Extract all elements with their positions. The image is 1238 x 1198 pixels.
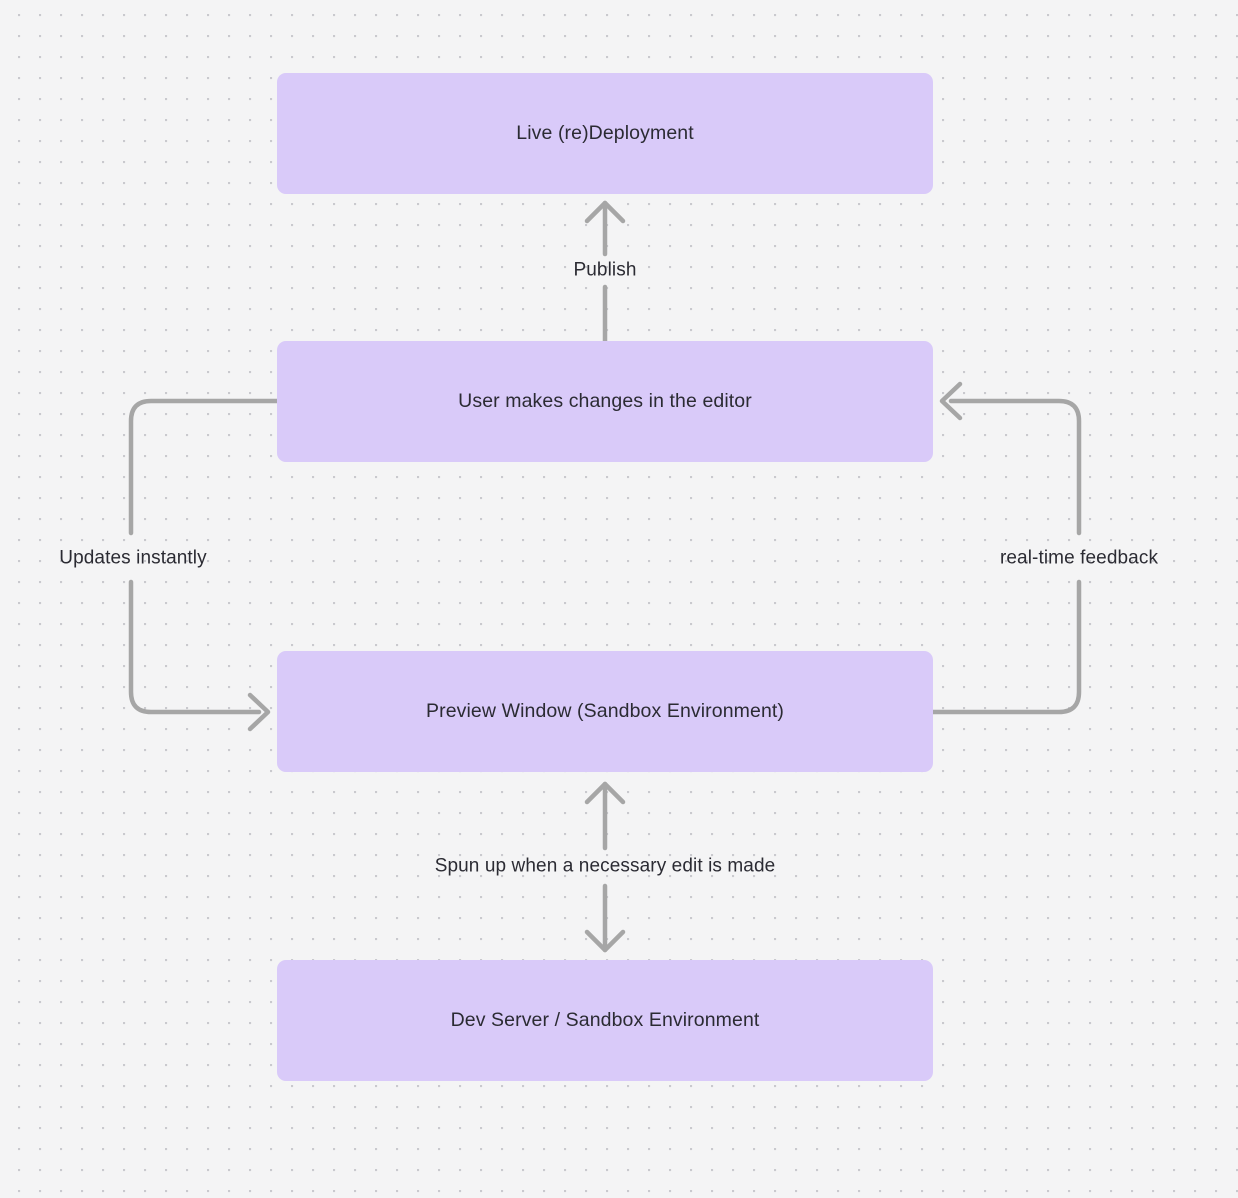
edge-real-time-feedback-arrowhead-icon <box>939 381 963 421</box>
edge-spun-up-arrowhead-up-icon <box>584 781 626 805</box>
edge-label-updates-instantly: Updates instantly <box>59 547 207 569</box>
node-preview-window[interactable]: Preview Window (Sandbox Environment) <box>277 651 933 772</box>
edge-updates-instantly-line-lower <box>128 579 262 715</box>
node-user-makes-changes-in-the-editor[interactable]: User makes changes in the editor <box>277 341 933 462</box>
edge-updates-instantly-line-upper <box>128 398 280 536</box>
edge-updates-instantly-arrowhead-icon <box>247 692 271 732</box>
edge-real-time-feedback-line-lower <box>930 579 1082 715</box>
edge-label-spun-up: Spun up when a necessary edit is made <box>434 855 776 877</box>
edge-publish-arrowhead-icon <box>584 200 626 224</box>
edge-label-real-time-feedback: real-time feedback <box>999 547 1159 569</box>
edge-real-time-feedback-line-upper <box>948 398 1082 536</box>
edge-spun-up-arrowhead-down-icon <box>584 929 626 953</box>
node-live-deployment[interactable]: Live (re)Deployment <box>277 73 933 194</box>
edge-label-publish: Publish <box>573 259 637 281</box>
node-dev-server[interactable]: Dev Server / Sandbox Environment <box>277 960 933 1081</box>
